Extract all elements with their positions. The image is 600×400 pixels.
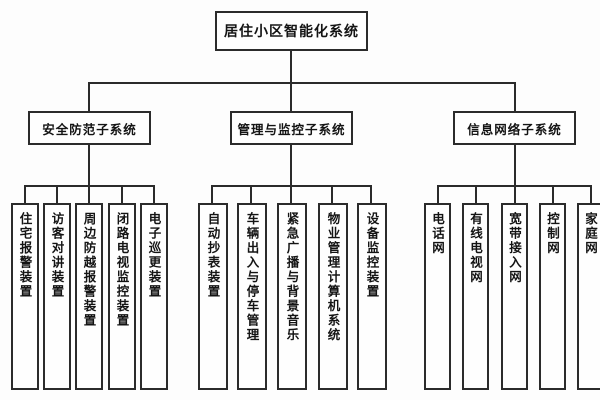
leaf-1-3-label: 物业管理计算机系统 bbox=[325, 212, 341, 343]
leaf-0-0-label: 住宅报警装置 bbox=[17, 212, 33, 299]
leaf-0-2: 周边防越报警装置 bbox=[75, 203, 103, 390]
leaf-0-1-label: 访客对讲装置 bbox=[49, 212, 65, 299]
connector-branch-2-leaf-0 bbox=[437, 185, 439, 203]
node-branch-0: 安全防范子系统 bbox=[28, 111, 151, 145]
leaf-2-4-label: 家庭网 bbox=[583, 212, 598, 256]
connector-branch-0-leaf-1 bbox=[56, 185, 58, 203]
connector-branch-1-stem bbox=[290, 145, 292, 185]
connector-branch-0-leaf-0 bbox=[24, 185, 26, 203]
leaf-0-0: 住宅报警装置 bbox=[11, 203, 39, 390]
leaf-1-2-label: 紧急广播与背景音乐 bbox=[284, 212, 300, 343]
leaf-0-4: 电子巡更装置 bbox=[140, 203, 168, 390]
leaf-1-3: 物业管理计算机系统 bbox=[318, 203, 348, 390]
connector-branch-1-leaf-1 bbox=[250, 185, 252, 203]
node-branch-0-label: 安全防范子系统 bbox=[42, 121, 137, 137]
leaf-2-0-label: 电话网 bbox=[430, 212, 445, 256]
node-branch-1: 管理与监控子系统 bbox=[230, 111, 353, 145]
connector-branch-1-leaf-4 bbox=[370, 185, 372, 203]
leaf-0-2-label: 周边防越报警装置 bbox=[81, 212, 97, 328]
connector-branch-2-drop bbox=[514, 82, 516, 111]
node-branch-2: 信息网络子系统 bbox=[453, 111, 576, 145]
leaf-2-1-label: 有线电视网 bbox=[468, 212, 483, 285]
connector-branch-2-leaf-2 bbox=[514, 185, 516, 203]
leaf-1-0-label: 自动抄表装置 bbox=[205, 212, 221, 299]
leaf-1-0: 自动抄表装置 bbox=[198, 203, 228, 390]
connector-branch-1-leaf-0 bbox=[211, 185, 213, 203]
connector-branch-0-leaf-4 bbox=[153, 185, 155, 203]
leaf-1-1-label: 车辆出入与停车管理 bbox=[244, 212, 260, 343]
leaf-1-1: 车辆出入与停车管理 bbox=[237, 203, 267, 390]
node-root-label: 居住小区智能化系统 bbox=[224, 24, 359, 40]
connector-main-bus bbox=[88, 82, 516, 84]
connector-branch-2-stem bbox=[514, 145, 516, 185]
leaf-2-1: 有线电视网 bbox=[462, 203, 489, 390]
connector-branch-0-stem bbox=[88, 145, 90, 185]
connector-branch-1-drop bbox=[290, 82, 292, 111]
node-root: 居住小区智能化系统 bbox=[215, 11, 368, 51]
connector-branch-2-leaf-4 bbox=[590, 185, 592, 203]
leaf-0-3: 闭路电视监控装置 bbox=[108, 203, 136, 390]
leaf-1-4: 设备监控装置 bbox=[357, 203, 387, 390]
leaf-2-3: 控制网 bbox=[539, 203, 566, 390]
leaf-0-1: 访客对讲装置 bbox=[43, 203, 71, 390]
node-branch-2-label: 信息网络子系统 bbox=[467, 121, 562, 137]
node-branch-1-label: 管理与监控子系统 bbox=[237, 121, 346, 137]
leaf-1-4-label: 设备监控装置 bbox=[364, 212, 380, 299]
connector-branch-0-leaf-2 bbox=[88, 185, 90, 203]
connector-branch-1-leaf-2 bbox=[290, 185, 292, 203]
connector-branch-2-leaf-1 bbox=[475, 185, 477, 203]
leaf-2-2: 宽带接入网 bbox=[501, 203, 528, 390]
leaf-2-3-label: 控制网 bbox=[545, 212, 560, 256]
leaf-2-2-label: 宽带接入网 bbox=[507, 212, 522, 285]
connector-branch-0-drop bbox=[88, 82, 90, 111]
leaf-1-2: 紧急广播与背景音乐 bbox=[277, 203, 307, 390]
connector-branch-0-leaf-3 bbox=[121, 185, 123, 203]
connector-root-drop bbox=[290, 51, 292, 82]
leaf-2-4: 家庭网 bbox=[577, 203, 600, 390]
leaf-0-3-label: 闭路电视监控装置 bbox=[114, 212, 130, 328]
leaf-2-0: 电话网 bbox=[424, 203, 451, 390]
leaf-0-4-label: 电子巡更装置 bbox=[146, 212, 162, 299]
connector-branch-1-leaf-3 bbox=[331, 185, 333, 203]
connector-branch-2-leaf-3 bbox=[552, 185, 554, 203]
